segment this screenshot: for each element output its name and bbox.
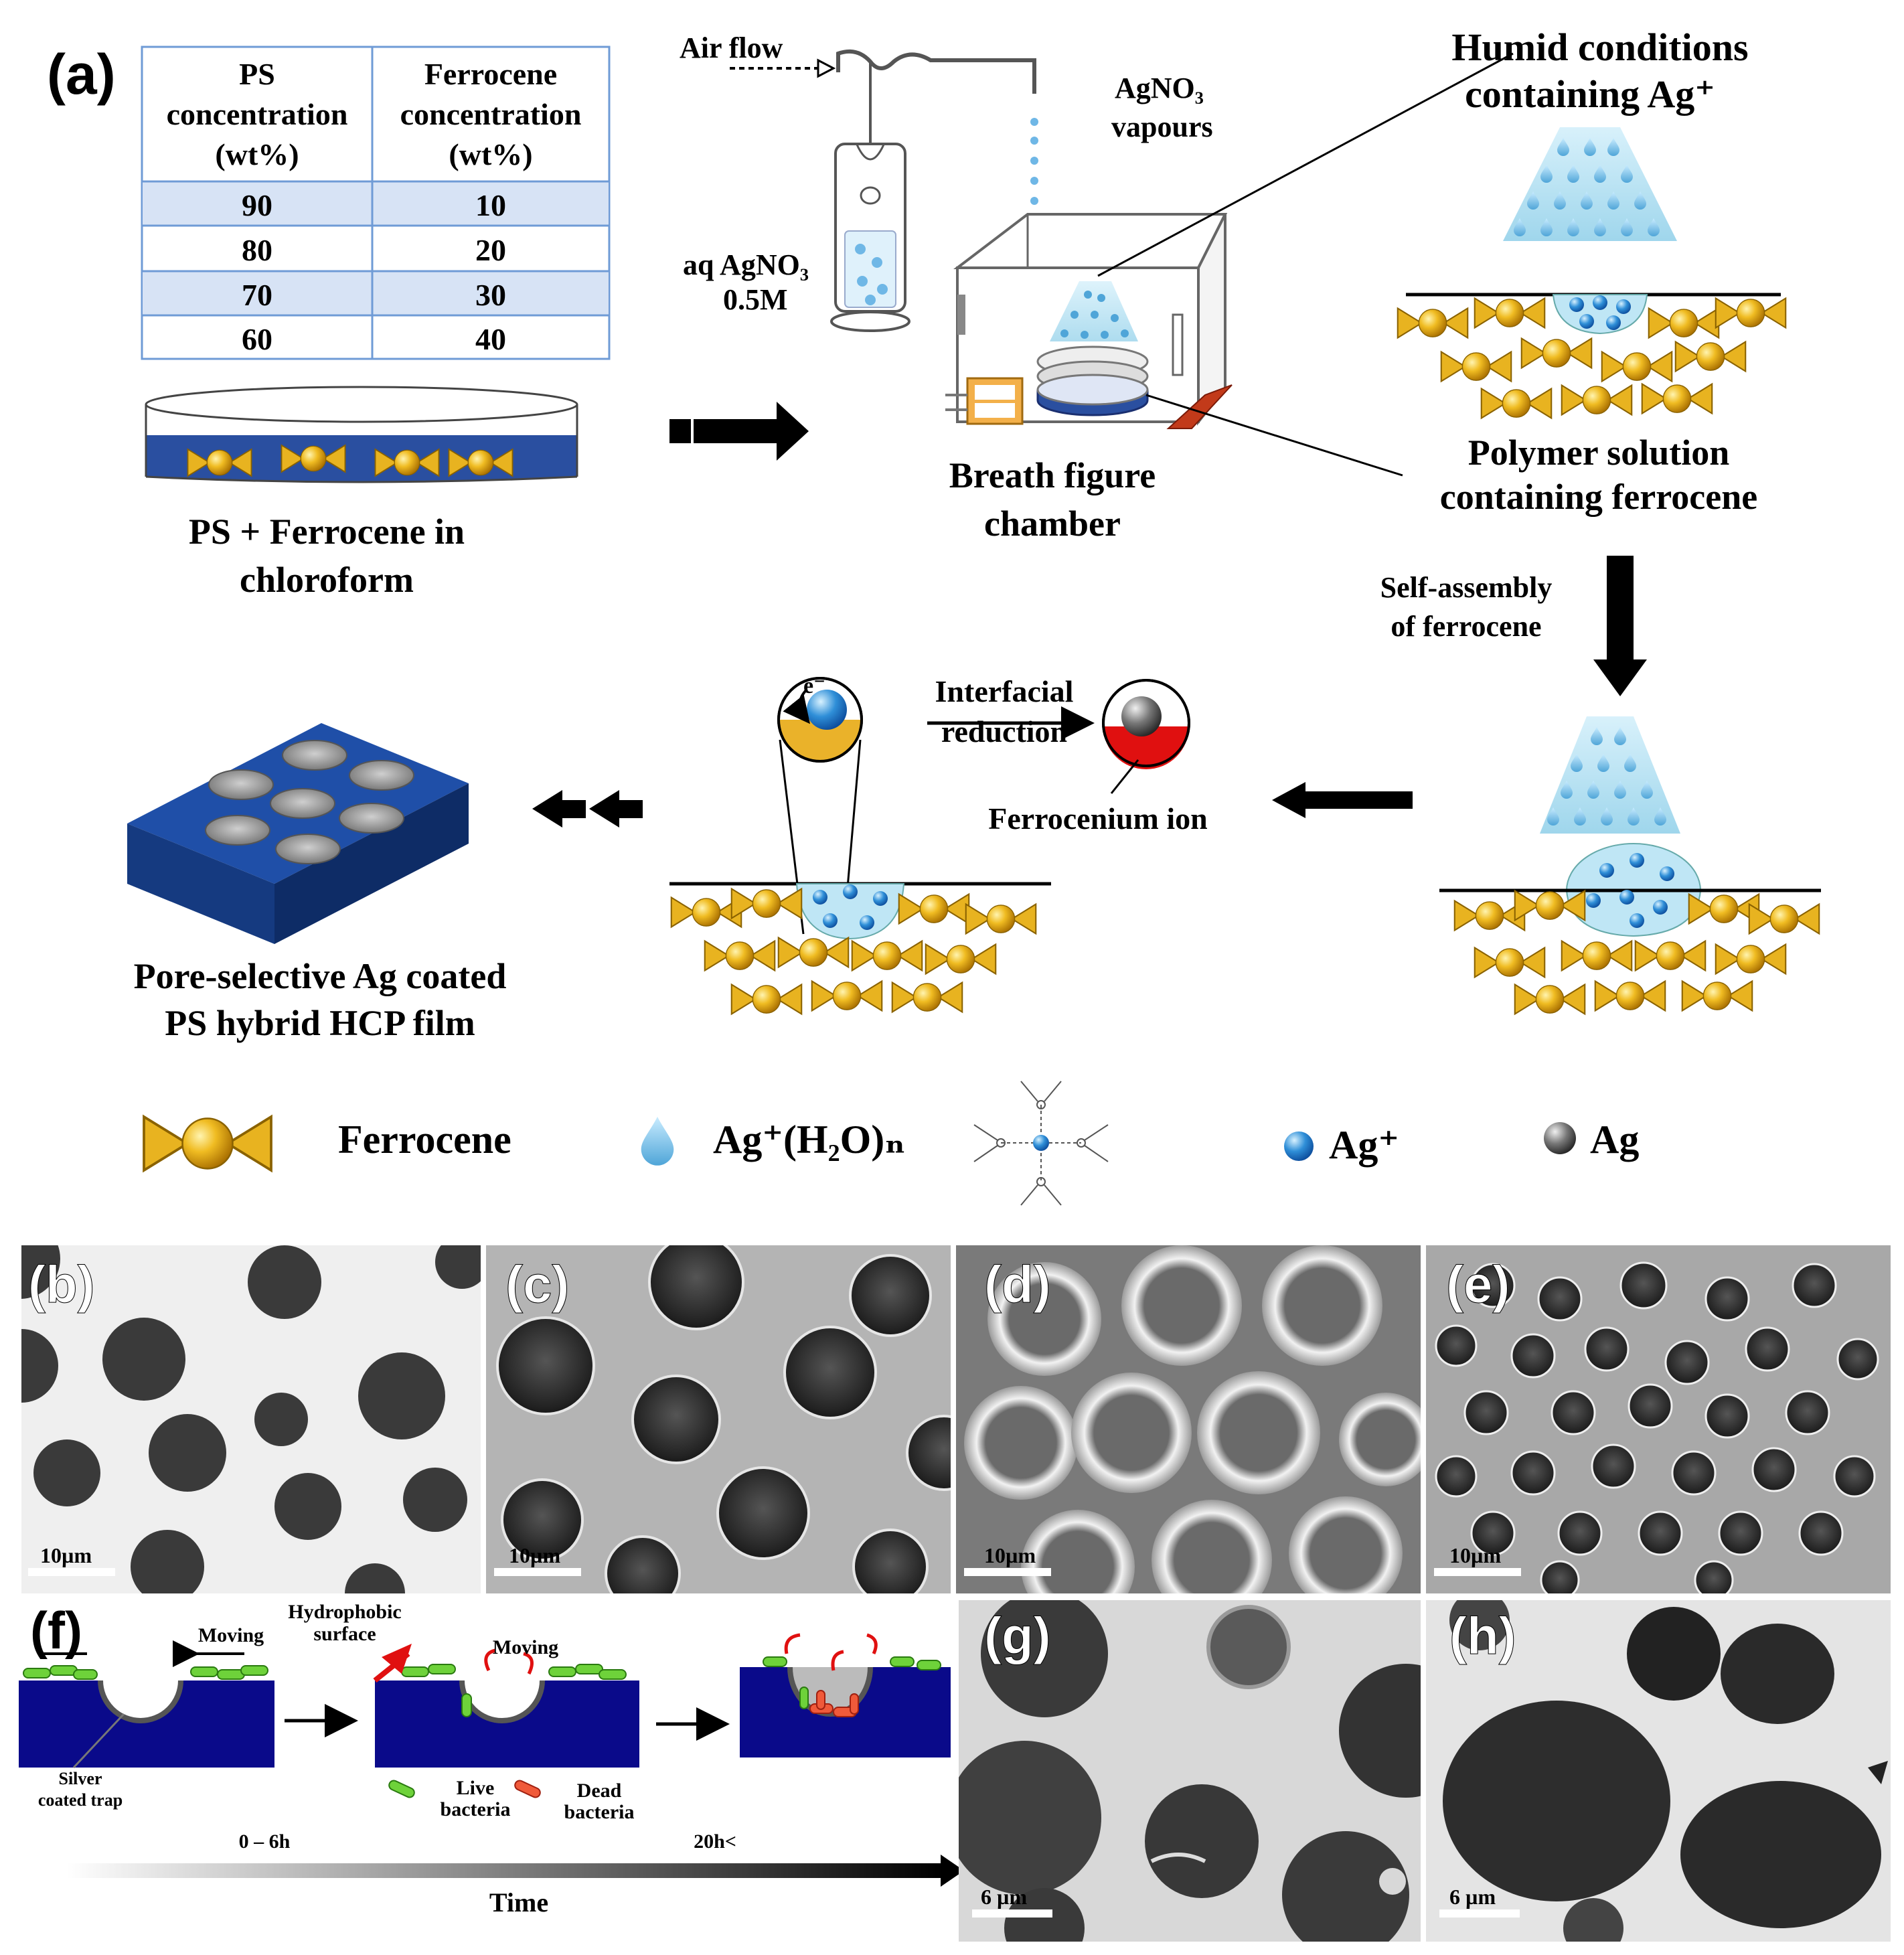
legend-ferrocene-label: Ferrocene bbox=[338, 1117, 511, 1162]
table-header-ps-3: (wt%) bbox=[215, 137, 299, 171]
left-arrow bbox=[1272, 782, 1413, 818]
scale-bar-h: 6 µm bbox=[1449, 1885, 1496, 1909]
panel-label-h: (h) bbox=[1449, 1606, 1516, 1665]
polymer-surface-droplet bbox=[1439, 843, 1821, 1015]
trap-label-2: coated trap bbox=[38, 1790, 123, 1810]
scale-bar-d: 10µm bbox=[984, 1543, 1036, 1567]
concentration-table: PS concentration (wt%) Ferrocene concent… bbox=[141, 46, 611, 360]
trap-label-1: Silver bbox=[59, 1769, 102, 1788]
table-header-fc-2: concentration bbox=[400, 97, 582, 131]
breath-figure-apparatus bbox=[730, 50, 1514, 477]
live-label-1: Live bbox=[457, 1777, 495, 1799]
hydrophobic-label-2: surface bbox=[313, 1623, 376, 1645]
legend-ag-label: Ag bbox=[1590, 1117, 1639, 1162]
table-header-fc-1: Ferrocene bbox=[424, 57, 557, 91]
panel-f-schematic bbox=[19, 1633, 964, 1887]
table-cell: 80 bbox=[242, 233, 272, 267]
dish-caption-2: chloroform bbox=[240, 560, 414, 600]
film-caption-1: Pore-selective Ag coated bbox=[134, 956, 507, 996]
aq-agno3-conc: 0.5M bbox=[723, 283, 788, 316]
panel-label-a: (a) bbox=[47, 43, 116, 106]
double-arrow bbox=[532, 790, 643, 828]
legend-hydrate-structure-icon bbox=[973, 1081, 1109, 1206]
moving-label-1: Moving bbox=[198, 1624, 264, 1646]
panel-label-b: (b) bbox=[28, 1255, 95, 1314]
electron-label: e⁻ bbox=[803, 674, 825, 698]
humid-title-2: containing Ag⁺ bbox=[1465, 72, 1715, 116]
table-cell: 60 bbox=[242, 322, 272, 356]
panel-g-micrograph bbox=[959, 1600, 1421, 1942]
panel-c-micrograph bbox=[486, 1245, 951, 1593]
polymer-caption-1: Polymer solution bbox=[1468, 433, 1730, 473]
agno3-vapours-label: AgNO₃ bbox=[1115, 72, 1204, 104]
panel-e-micrograph bbox=[1426, 1245, 1891, 1593]
interfacial-reduction bbox=[669, 677, 1190, 1015]
time-axis-label: Time bbox=[489, 1887, 548, 1918]
table-header-fc-3: (wt%) bbox=[449, 137, 532, 171]
table-cell: 40 bbox=[475, 322, 506, 356]
legend-ag-icon bbox=[1544, 1122, 1576, 1154]
panel-label-g: (g) bbox=[984, 1606, 1051, 1665]
table-cell: 90 bbox=[242, 188, 272, 222]
self-assembly-label-1: Self-assembly bbox=[1380, 571, 1553, 604]
humid-title-1: Humid conditions bbox=[1451, 25, 1748, 69]
chamber-caption-1: Breath figure bbox=[949, 455, 1156, 495]
scale-bar-b: 10µm bbox=[40, 1543, 92, 1567]
self-assembly-label-2: of ferrocene bbox=[1391, 610, 1541, 643]
live-bacteria-icon bbox=[388, 1780, 415, 1798]
time-label-1: 0 – 6h bbox=[239, 1830, 291, 1853]
legend-ferrocene-icon bbox=[143, 1115, 272, 1172]
table-cell: 30 bbox=[475, 278, 506, 312]
panel-b-micrograph bbox=[21, 1245, 481, 1593]
legend: Ferrocene Ag⁺(H₂O)ₙ Ag⁺ Ag bbox=[143, 1081, 1639, 1206]
legend-ag-ion-icon bbox=[1284, 1131, 1314, 1161]
legend-ag-hydrate-label: Ag⁺(H₂O)ₙ bbox=[713, 1117, 905, 1162]
dead-bacteria-icon bbox=[514, 1780, 541, 1798]
panel-d-micrograph bbox=[956, 1245, 1421, 1593]
polymer-caption-2: containing ferrocene bbox=[1440, 477, 1757, 517]
legend-droplet-icon bbox=[641, 1116, 674, 1166]
scale-bar-e: 10µm bbox=[1449, 1543, 1501, 1567]
table-cell: 20 bbox=[475, 233, 506, 267]
moving-label-2: Moving bbox=[493, 1636, 558, 1658]
dead-label-1: Dead bbox=[577, 1780, 622, 1802]
panel-label-f: (f) bbox=[30, 1601, 82, 1660]
legend-ag-ion-label: Ag⁺ bbox=[1329, 1123, 1399, 1167]
interfacial-label-2: reduction bbox=[941, 714, 1067, 749]
agno3-vapours-label-2: vapours bbox=[1111, 110, 1213, 143]
humid-droplet-cone bbox=[1503, 127, 1677, 241]
petri-dish bbox=[145, 386, 578, 483]
table-cell: 10 bbox=[475, 188, 506, 222]
time-label-2: 20h< bbox=[694, 1830, 736, 1853]
dish-caption-1: PS + Ferrocene in bbox=[189, 512, 465, 552]
scale-bar-g: 6 µm bbox=[981, 1885, 1027, 1909]
film-caption-2: PS hybrid HCP film bbox=[165, 1003, 475, 1043]
polymer-surface-top bbox=[1397, 293, 1787, 419]
table-header-ps-1: PS bbox=[239, 57, 275, 91]
chamber-caption-2: chamber bbox=[984, 503, 1121, 544]
dead-label-2: bacteria bbox=[564, 1801, 635, 1823]
table-cell: 70 bbox=[242, 278, 272, 312]
panel-h-micrograph bbox=[1426, 1600, 1891, 1942]
aq-agno3-label: aq AgNO₃ bbox=[683, 248, 809, 281]
ferrocenium-label: Ferrocenium ion bbox=[988, 801, 1207, 836]
process-arrow bbox=[669, 402, 809, 461]
panel-label-e: (e) bbox=[1446, 1255, 1510, 1314]
panel-label-d: (d) bbox=[984, 1255, 1051, 1314]
hcp-film bbox=[127, 723, 469, 944]
scale-bar-c: 10µm bbox=[509, 1543, 560, 1567]
panel-label-c: (c) bbox=[505, 1255, 569, 1314]
humid-droplet-cone-2 bbox=[1540, 716, 1680, 834]
hydrophobic-label-1: Hydrophobic bbox=[288, 1601, 402, 1623]
table-header-ps-2: concentration bbox=[167, 97, 348, 131]
self-assembly-arrow bbox=[1593, 556, 1647, 696]
interfacial-label-1: Interfacial bbox=[935, 674, 1074, 708]
live-label-2: bacteria bbox=[441, 1798, 511, 1820]
air-flow-label: Air flow bbox=[680, 31, 783, 64]
